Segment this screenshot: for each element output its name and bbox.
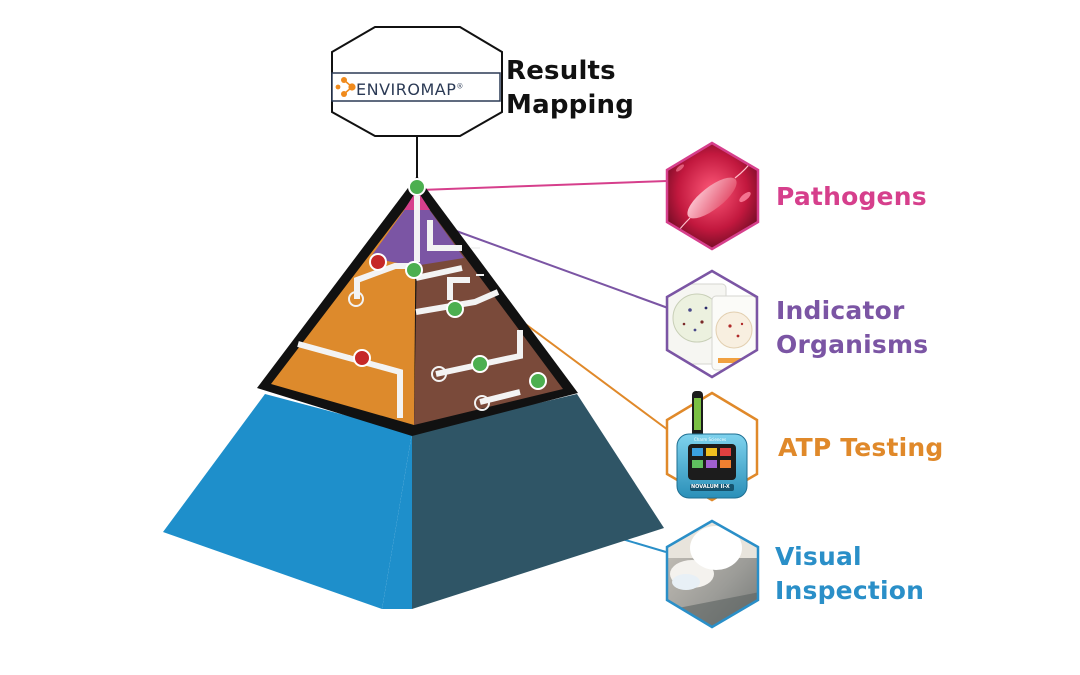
label-visual-inspection: Visual Inspection [775,542,925,605]
green-dot [446,300,464,318]
atp-luminometer-image [665,391,759,502]
logo-box [331,72,501,102]
bacteria-image [665,141,760,251]
label-pathogens: Pathogens [776,182,927,211]
device-brand: Charm Sciences [694,437,727,442]
logo-mark-icon [335,77,356,97]
green-dot [405,261,423,279]
connector-indicator [447,227,669,309]
hollow-test-points [348,291,490,411]
label-indicator-organisms: Indicator Organisms [776,296,929,359]
red-dot [369,253,387,271]
logo-text: ENVIROMAP® [356,80,464,99]
green-dot [408,178,426,196]
label-atp-testing: ATP Testing [778,433,944,462]
status-dots [353,178,547,390]
connector-pathogens [419,180,668,191]
cleaning-surface-image [665,519,760,629]
circuit-paths [297,196,523,418]
results-mapping-title: Results Mapping [506,56,635,120]
pyramid-base-left-face [163,394,412,609]
device-model: NOVALUM II-X [691,484,730,490]
petri-film-image [665,269,759,379]
pyramid-base-right-face [412,394,664,609]
circuit-arrows [346,247,484,357]
green-dot [529,372,547,390]
green-dot [471,355,489,373]
red-dot [353,349,371,367]
connector-atp [519,319,669,431]
